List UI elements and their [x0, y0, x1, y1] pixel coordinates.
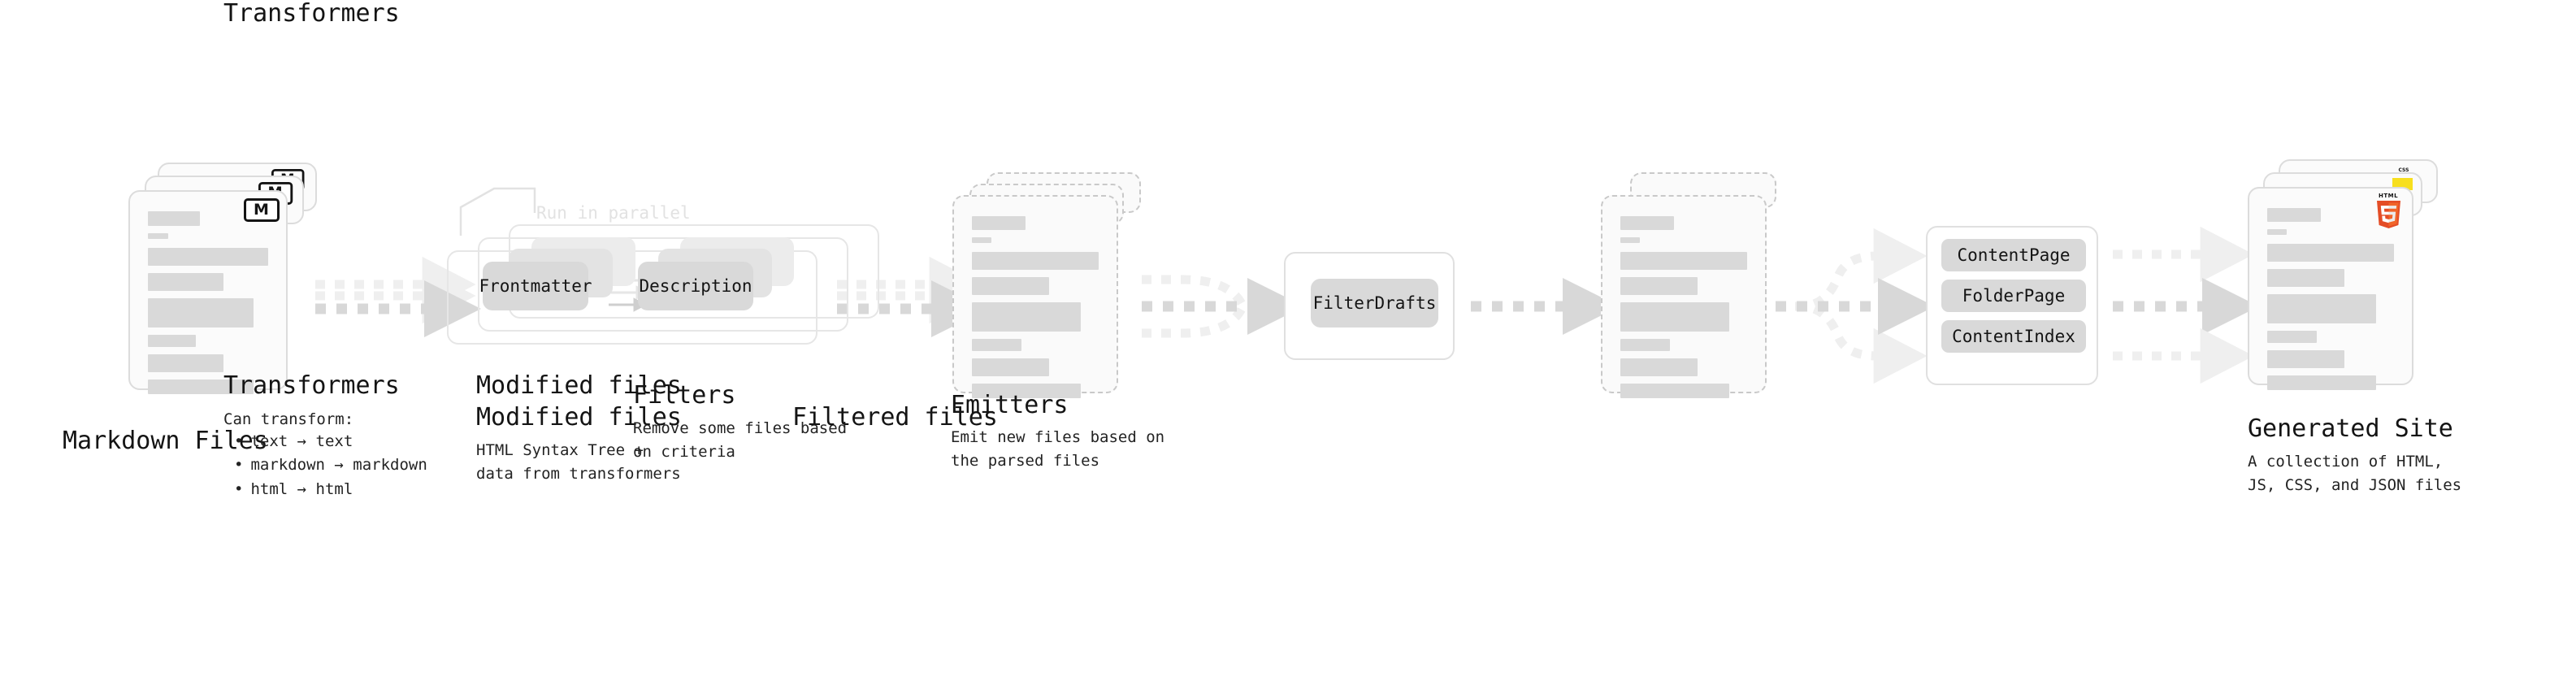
transformers-bullet-item: html → html — [234, 478, 427, 501]
filters-desc: Remove some files based on criteria — [633, 419, 848, 462]
page-title-transformers: Transformers — [223, 371, 400, 400]
doc-title-bar — [148, 211, 200, 226]
page-title-generated-site: Generated Site — [2248, 414, 2453, 443]
doc-para-bar — [148, 298, 254, 327]
page-title-emitters: Emitters — [951, 391, 1069, 419]
transformers-bullet-list: text → text markdown → markdown html → h… — [234, 430, 427, 501]
emitter-pill-folderpage[interactable]: FolderPage — [1941, 280, 2086, 312]
emitter-pill-contentindex[interactable]: ContentIndex — [1941, 320, 2086, 353]
doc-para-bar — [1620, 252, 1747, 270]
doc-para-bar — [148, 354, 224, 372]
transformer-group-middle — [478, 237, 848, 332]
modified-file-front — [952, 195, 1118, 398]
doc-para-bar — [972, 252, 1099, 270]
filters-group-box: FilterDrafts — [1284, 252, 1455, 360]
transformers-bullet-item: text → text — [234, 430, 427, 453]
arrow-modified-to-filters — [1142, 275, 1304, 338]
generated-site-stack: CSS HTML — [2248, 159, 2438, 411]
run-in-parallel-label: Run in parallel — [536, 203, 691, 223]
transformer-pill-frontmatter[interactable]: Frontmatter — [479, 262, 592, 310]
emitter-pill-contentpage[interactable]: ContentPage — [1941, 239, 2086, 271]
doc-sub-bar — [2267, 229, 2287, 235]
markdown-file-front — [128, 190, 288, 394]
arrow-markdown-to-transformers — [315, 256, 481, 338]
transformers-desc-lead: Can transform: — [223, 410, 354, 428]
doc-para-bar — [2267, 269, 2345, 287]
emitters-desc: Emit new files based on the parsed files — [951, 428, 1165, 471]
doc-para-bar — [972, 358, 1050, 376]
modified-file-stack — [952, 172, 1141, 416]
markdown-badge-front[interactable]: M — [244, 198, 280, 222]
filtered-file-stack — [1601, 172, 1780, 416]
doc-para-bar — [1620, 358, 1698, 376]
doc-sub-bar — [972, 237, 991, 243]
doc-para-bar — [1620, 339, 1670, 351]
doc-sub-bar — [148, 233, 168, 239]
markdown-file-stack: M M — [128, 163, 317, 414]
transformers-bullet-item: markdown → markdown — [234, 453, 427, 477]
html5-shield-icon — [2376, 201, 2400, 228]
doc-para-bar — [148, 248, 268, 266]
page-title-filtered-files: Filtered files — [792, 403, 998, 432]
doc-para-bar — [972, 277, 1050, 295]
modified-files-desc: HTML Syntax Tree + data from transformer… — [476, 441, 681, 484]
markdown-file-content — [130, 192, 286, 394]
arrow-emitters-to-site — [2113, 226, 2259, 384]
doc-para-bar — [972, 384, 1082, 398]
doc-para-bar — [148, 273, 224, 291]
css-badge-label: CSS — [2398, 167, 2409, 173]
generated-file-content — [2249, 189, 2412, 390]
stage-title-modified-files: Modified files — [476, 371, 682, 400]
doc-para-bar — [1620, 384, 1730, 398]
page-title-filters: Filters — [633, 381, 736, 410]
filtered-file-content — [1602, 197, 1765, 398]
html5-badge-label: HTML — [2378, 193, 2399, 199]
stage-generated-site: CSS HTML — [2248, 159, 2438, 411]
doc-para-bar — [972, 339, 1021, 351]
doc-title-bar — [2267, 208, 2321, 222]
emitters-group-box: ContentPage FolderPage ContentIndex — [1926, 226, 2098, 385]
markdown-badge-letter: M — [254, 201, 269, 219]
filter-pill-filterdrafts[interactable]: FilterDrafts — [1311, 279, 1438, 327]
stage-modified-files: Modified files — [476, 172, 1141, 416]
doc-para-bar — [972, 302, 1082, 332]
stage-filtered-files — [1601, 172, 1780, 416]
doc-para-bar — [2267, 294, 2377, 323]
doc-para-bar — [2267, 244, 2394, 262]
doc-para-bar — [148, 380, 254, 394]
doc-sub-bar — [1620, 237, 1640, 243]
doc-para-bar — [1620, 302, 1730, 332]
stage-markdown-files: M M — [63, 163, 317, 455]
doc-para-bar — [1620, 277, 1698, 295]
transformer-pill-description[interactable]: Description — [638, 262, 753, 310]
doc-para-bar — [2267, 350, 2345, 368]
filtered-file-front — [1601, 195, 1767, 398]
doc-para-bar — [148, 335, 197, 347]
modified-file-content — [954, 197, 1117, 398]
doc-para-bar — [2267, 375, 2377, 390]
generated-site-desc: A collection of HTML, JS, CSS, and JSON … — [2248, 453, 2462, 495]
doc-title-bar — [1620, 216, 1674, 230]
stage-title-transformers: Transformers — [223, 0, 400, 28]
html5-badge: HTML — [2374, 193, 2403, 231]
doc-title-bar — [972, 216, 1026, 230]
page-title-modified-files: Modified files — [476, 403, 682, 432]
doc-para-bar — [2267, 331, 2317, 343]
arrow-filtered-to-emitters — [1776, 228, 1935, 384]
